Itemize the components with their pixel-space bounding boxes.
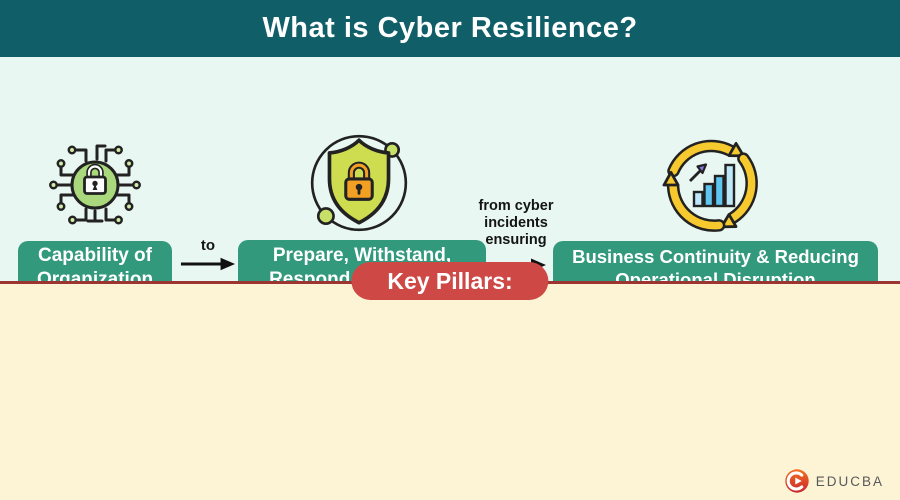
shield-lock-icon	[298, 127, 420, 239]
connector-to-label: to	[200, 237, 216, 254]
key-pillars-banner: Key Pillars:	[351, 262, 549, 300]
connector-ensuring-label: from cyber incidents ensuring	[478, 198, 554, 249]
educba-logo-icon	[785, 469, 809, 493]
header-banner: What is Cyber Resilience?	[0, 0, 900, 57]
arrow-right-icon	[180, 257, 236, 271]
cycle-growth-icon	[652, 130, 772, 240]
brand-logo: EDUCBA	[784, 468, 884, 494]
circuit-lock-icon	[40, 135, 150, 235]
pillars-section: Identify and Protect Detect	[0, 281, 900, 500]
flow-section: Capability of Organization to Prepare, W…	[0, 57, 900, 296]
brand-name: EDUCBA	[815, 473, 884, 489]
page-title: What is Cyber Resilience?	[262, 12, 638, 44]
